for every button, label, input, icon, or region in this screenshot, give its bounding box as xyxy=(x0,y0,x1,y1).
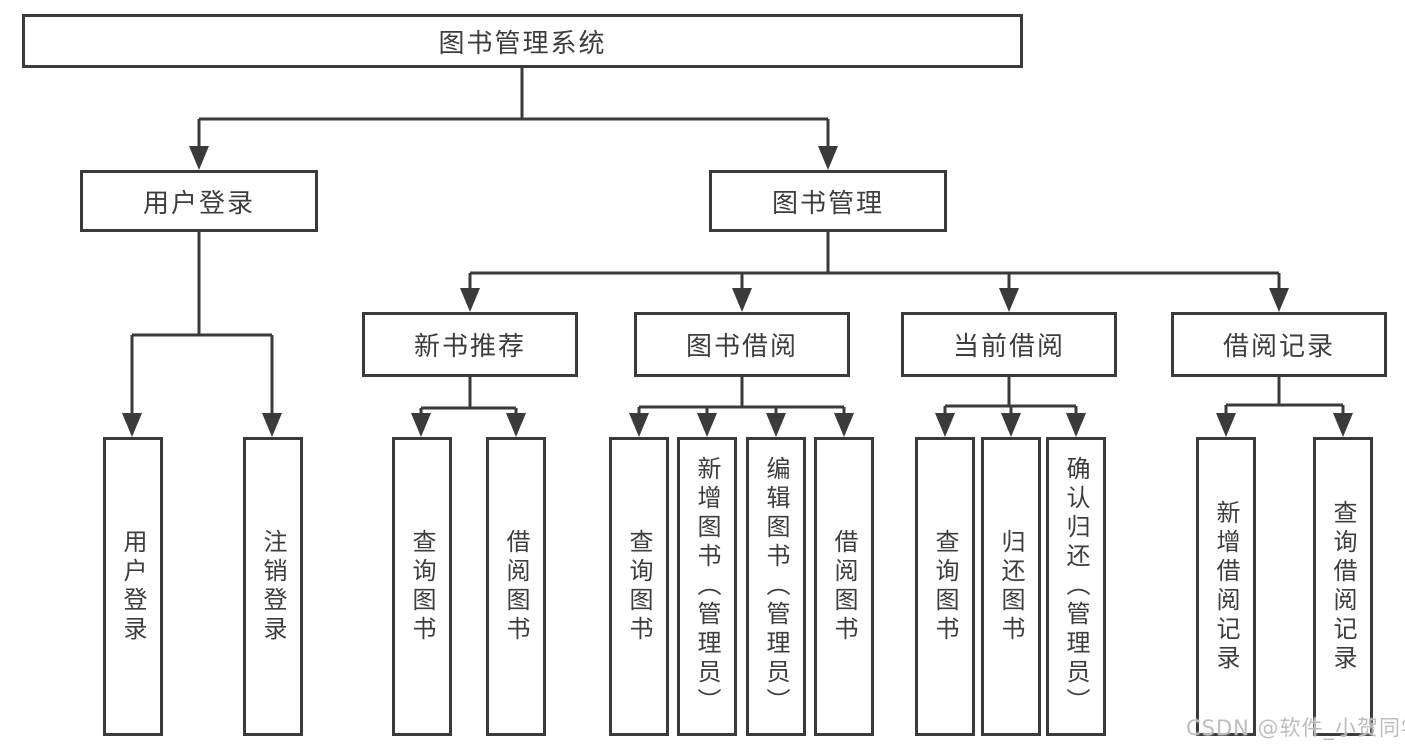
node-leaf-borrow-books-1: 借阅图书 xyxy=(486,437,546,736)
node-leaf-return-book: 归还图书 xyxy=(981,437,1041,736)
node-label: 查询图书 xyxy=(408,528,436,645)
node-label: 注销登录 xyxy=(259,528,287,645)
node-leaf-query-books-1: 查询图书 xyxy=(392,437,452,736)
node-label: 图书管理系统 xyxy=(438,28,607,59)
node-label: 查询图书 xyxy=(931,528,959,645)
node-label: 查询图书 xyxy=(625,528,653,645)
node-leaf-query-books-3: 查询图书 xyxy=(915,437,975,736)
node-label: 编辑图书（管理员） xyxy=(762,456,790,717)
node-book-borrow: 图书借阅 xyxy=(634,312,850,377)
node-leaf-user-login: 用户登录 xyxy=(103,437,163,736)
node-leaf-logout: 注销登录 xyxy=(243,437,303,736)
node-leaf-confirm-return-admin: 确认归还（管理员） xyxy=(1046,437,1106,736)
node-leaf-add-book-admin: 新增图书（管理员） xyxy=(677,437,737,736)
node-label: 图书借阅 xyxy=(685,332,798,362)
node-label: 新增借阅记录 xyxy=(1212,499,1240,674)
node-label: 用户登录 xyxy=(119,528,147,645)
node-root: 图书管理系统 xyxy=(22,14,1023,68)
node-label: 当前借阅 xyxy=(952,332,1065,362)
node-label: 图书管理 xyxy=(771,188,884,219)
node-label: 借阅记录 xyxy=(1222,332,1335,362)
node-leaf-borrow-books-2: 借阅图书 xyxy=(814,437,874,736)
node-leaf-edit-book-admin: 编辑图书（管理员） xyxy=(746,437,806,736)
node-label: 新增图书（管理员） xyxy=(693,456,721,717)
node-label: 查询借阅记录 xyxy=(1329,499,1357,674)
node-label: 用户登录 xyxy=(142,188,255,219)
csdn-watermark: CSDN @软件_小贺同学 xyxy=(1186,716,1405,740)
node-label: 确认归还（管理员） xyxy=(1062,456,1090,717)
node-leaf-query-books-2: 查询图书 xyxy=(609,437,669,736)
node-leaf-query-borrow-record: 查询借阅记录 xyxy=(1313,437,1373,736)
node-new-book-recommend: 新书推荐 xyxy=(362,312,578,377)
node-label: 归还图书 xyxy=(997,528,1025,645)
node-label: 新书推荐 xyxy=(413,332,526,362)
node-leaf-add-borrow-record: 新增借阅记录 xyxy=(1196,437,1256,736)
node-borrow-records: 借阅记录 xyxy=(1171,312,1387,377)
node-label: 借阅图书 xyxy=(830,528,858,645)
node-label: 借阅图书 xyxy=(502,528,530,645)
node-user-login: 用户登录 xyxy=(80,170,318,232)
node-book-management: 图书管理 xyxy=(709,170,947,232)
node-current-borrow: 当前借阅 xyxy=(901,312,1117,377)
